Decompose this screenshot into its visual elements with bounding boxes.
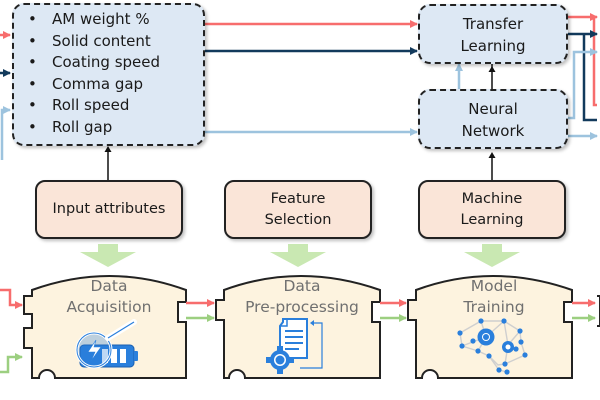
- neural-network-line1: Neural: [468, 100, 518, 118]
- attribute-item: •Solid content: [28, 31, 151, 50]
- attribute-list: •AM weight % •Solid content •Coating spe…: [14, 5, 203, 138]
- transfer-learning-line2: Learning: [460, 37, 526, 55]
- attribute-item: •Coating speed: [28, 53, 161, 71]
- neural-network-box: Neural Network: [418, 89, 568, 149]
- neural-network-line2: Network: [461, 122, 525, 140]
- attribute-item: •Roll gap: [28, 117, 113, 136]
- stage-label-data-preprocessing: Data Pre-processing: [245, 277, 359, 316]
- stage-label-data-acquisition: Data Acquisition: [66, 277, 152, 316]
- right-output-arrows: [568, 13, 598, 140]
- attribute-item: •Comma gap: [28, 74, 144, 93]
- transfer-learning-line1: Transfer: [462, 15, 524, 33]
- green-down-arrows: [80, 244, 520, 267]
- stage-label-model-training: Model Training: [463, 277, 525, 316]
- transfer-learning-box: Transfer Learning: [418, 4, 568, 64]
- neural-brain-icon: [457, 318, 528, 375]
- document-gear-icon: [266, 318, 323, 374]
- stage-shape-model-training: [407, 275, 573, 379]
- left-input-arrows: [0, 31, 11, 160]
- lightblue-input-arrow: [0, 106, 11, 160]
- stage-connectors: [0, 288, 600, 374]
- stage-shape-data-acquisition: [23, 275, 187, 379]
- battery-inspection-icon: [75, 319, 138, 369]
- down-arrow-3: [464, 244, 520, 267]
- input-attributes-list-box: •AM weight % •Solid content •Coating spe…: [12, 3, 205, 146]
- input-attributes-category-box: Input attributes: [35, 180, 183, 239]
- machine-learning-category-box: Machine Learning: [418, 180, 566, 239]
- attribute-item: •AM weight %: [28, 10, 150, 28]
- down-arrow-2: [270, 244, 326, 267]
- attribute-item: •Roll speed: [28, 96, 130, 114]
- attribute-output-arrows: [204, 20, 418, 136]
- down-arrow-1: [80, 244, 136, 267]
- feature-selection-category-box: Feature Selection: [224, 180, 372, 239]
